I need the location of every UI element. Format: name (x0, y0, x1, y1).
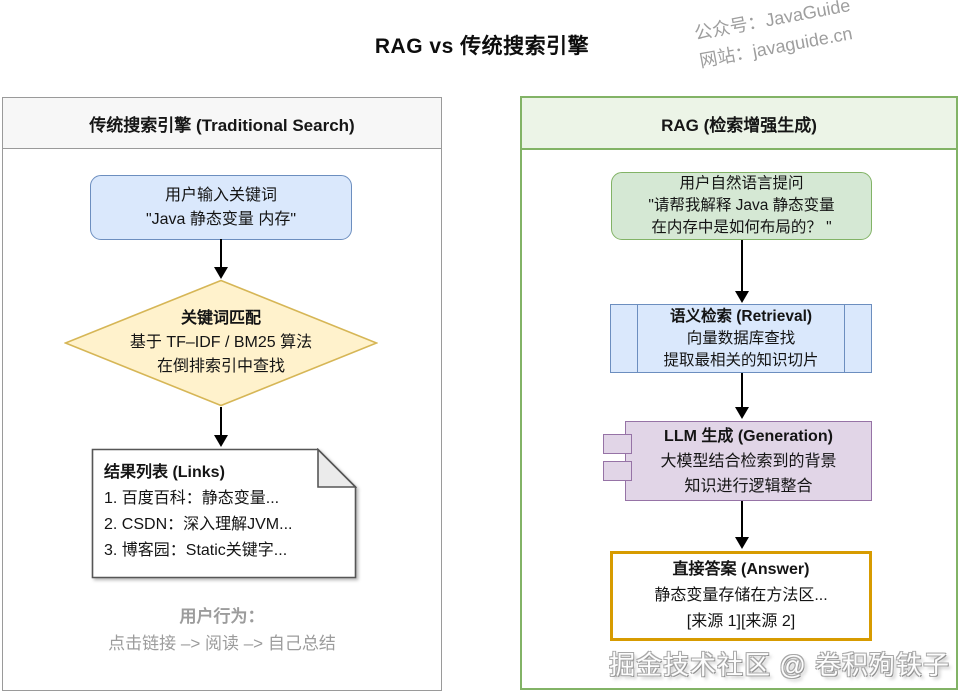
keyword-match-line2: 基于 TF–IDF / BM25 算法 (129, 334, 313, 351)
arrow-head-icon (735, 537, 749, 549)
llm-generation-title: LLM 生成 (Generation) (664, 427, 833, 445)
semantic-retrieval-node: 语义检索 (Retrieval) 向量数据库查找 提取最相关的知识切片 (610, 304, 872, 373)
semantic-retrieval-title: 语义检索 (Retrieval) (669, 307, 813, 325)
arrow-shaft (220, 239, 222, 268)
arrow-shaft (741, 373, 743, 408)
results-list-node: 结果列表 (Links) 1. 百度百科：静态变量... 2. CSDN：深入理… (104, 460, 344, 564)
arrow-shaft (741, 240, 743, 292)
rag-panel-header: RAG (检索增强生成) (522, 98, 956, 150)
traditional-search-panel-header: 传统搜索引擎 (Traditional Search) (3, 98, 441, 149)
page-title: RAG vs 传统搜索引擎 (374, 35, 590, 58)
flow-arrow-icon (735, 373, 749, 419)
keyword-match-node: 关键词匹配 基于 TF–IDF / BM25 算法 在倒排索引中查找 (64, 279, 378, 407)
nl-question-line1: 用户自然语言提问 (679, 175, 804, 192)
user-keyword-line2: "Java 静态变量 内存" (145, 210, 297, 228)
module-tab-icon (603, 434, 632, 454)
llm-generation-node: LLM 生成 (Generation) 大模型结合检索到的背景 知识进行逻辑整合 (603, 421, 872, 501)
direct-answer-node: 直接答案 (Answer) 静态变量存储在方法区... [来源 1][来源 2] (610, 551, 872, 641)
keyword-match-diamond-shape (64, 279, 378, 407)
nl-question-line2: "请帮我解释 Java 静态变量 (648, 197, 835, 214)
results-list-item: 3. 博客园：Static关键字... (104, 542, 288, 559)
flow-arrow-icon (735, 240, 749, 303)
nl-question-node: 用户自然语言提问 "请帮我解释 Java 静态变量 在内存中是如何布局的？ " (611, 172, 872, 240)
results-list-title: 结果列表 (Links) (104, 464, 225, 481)
keyword-match-line3: 在倒排索引中查找 (156, 358, 285, 375)
keyword-match-title: 关键词匹配 (180, 310, 261, 327)
arrow-head-icon (735, 407, 749, 419)
direct-answer-line3: [来源 1][来源 2] (686, 613, 796, 630)
module-tab-icon (603, 461, 632, 481)
watermark-bottom: 掘金技术社区 @ 卷积殉铁子 (609, 650, 950, 680)
semantic-retrieval-line3: 提取最相关的知识切片 (663, 351, 819, 369)
folded-corner-icon (317, 448, 357, 488)
nl-question-line3: 在内存中是如何布局的？ " (651, 219, 832, 236)
arrow-head-icon (214, 267, 228, 279)
process-stripe (844, 305, 845, 372)
user-behavior-title: 用户行为： (179, 607, 265, 626)
arrow-head-icon (214, 435, 228, 447)
user-behavior-caption: 用户行为： 点击链接 –> 阅读 –> 自己总结 (2, 603, 442, 657)
arrow-shaft (741, 501, 743, 538)
flow-arrow-icon (214, 239, 228, 279)
user-keyword-line1: 用户输入关键词 (164, 186, 277, 204)
results-list-item: 2. CSDN：深入理解JVM... (104, 516, 293, 533)
flow-arrow-icon (735, 501, 749, 549)
user-behavior-flow: 点击链接 –> 阅读 –> 自己总结 (108, 634, 336, 653)
llm-generation-line2: 大模型结合检索到的背景 (660, 452, 837, 470)
flow-arrow-icon (214, 407, 228, 447)
arrow-head-icon (735, 291, 749, 303)
direct-answer-line2: 静态变量存储在方法区... (654, 587, 828, 604)
semantic-retrieval-line2: 向量数据库查找 (686, 329, 796, 347)
process-stripe (637, 305, 638, 372)
arrow-shaft (220, 407, 222, 436)
results-document-shape (91, 448, 357, 579)
results-list-item: 1. 百度百科：静态变量... (104, 490, 280, 507)
llm-generation-line3: 知识进行逻辑整合 (684, 477, 813, 495)
user-keyword-node: 用户输入关键词 "Java 静态变量 内存" (90, 175, 352, 240)
direct-answer-title: 直接答案 (Answer) (672, 561, 810, 578)
